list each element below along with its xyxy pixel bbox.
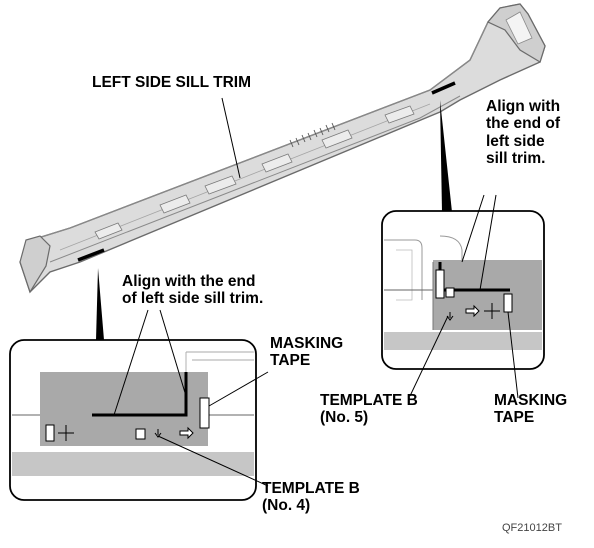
right-detail-inset [381,194,545,399]
part-name-leader [221,97,241,179]
left-detail-inset [9,309,269,501]
left-template-symbols [58,425,194,441]
right-tape-piece-b [503,293,513,313]
template-b-no4-label: TEMPLATE B (No. 4) [262,480,360,515]
left-trim-end-line [92,372,188,417]
trim-lower-edge [49,95,461,263]
left-template-leader [157,435,269,487]
masking-tape-label-right: MASKING TAPE [494,392,568,427]
right-floor-band [384,332,542,350]
trim-front-end [19,235,51,294]
tape-mark-rear [431,81,456,95]
right-trim-curve [439,235,542,263]
trim-inner-groove [59,103,431,251]
align-note-right: Align with the end of left side sill tri… [486,98,561,168]
right-bg-door-outline [384,239,423,300]
part-name-label: LEFT SIDE SILL TRIM [92,74,252,91]
template-b-no5-label: TEMPLATE B (No. 5) [320,392,418,427]
trim-top-flange [37,21,489,239]
right-tape-leader [507,311,519,399]
left-side-sill-trim-part [19,3,546,294]
trim-ribbed-section [289,122,336,148]
connector-to-left-inset [96,268,104,340]
left-tape-piece-a [45,424,55,442]
align-note-left: Align with the end of left side sill tri… [122,273,264,308]
trim-rear-window [505,11,533,45]
right-tape-piece-a [435,269,445,299]
left-tape-leader [208,371,269,407]
tape-mark-front [77,248,105,262]
left-tape-piece-b [199,397,210,429]
right-template-leader [409,315,449,397]
connector-to-right-inset [440,100,452,212]
right-template-symbols [445,287,500,321]
trim-clip-pockets [94,105,415,240]
figure-code: QF21012BT [502,522,562,534]
left-floor-band [12,452,254,476]
masking-tape-label-left: MASKING TAPE [270,335,344,370]
